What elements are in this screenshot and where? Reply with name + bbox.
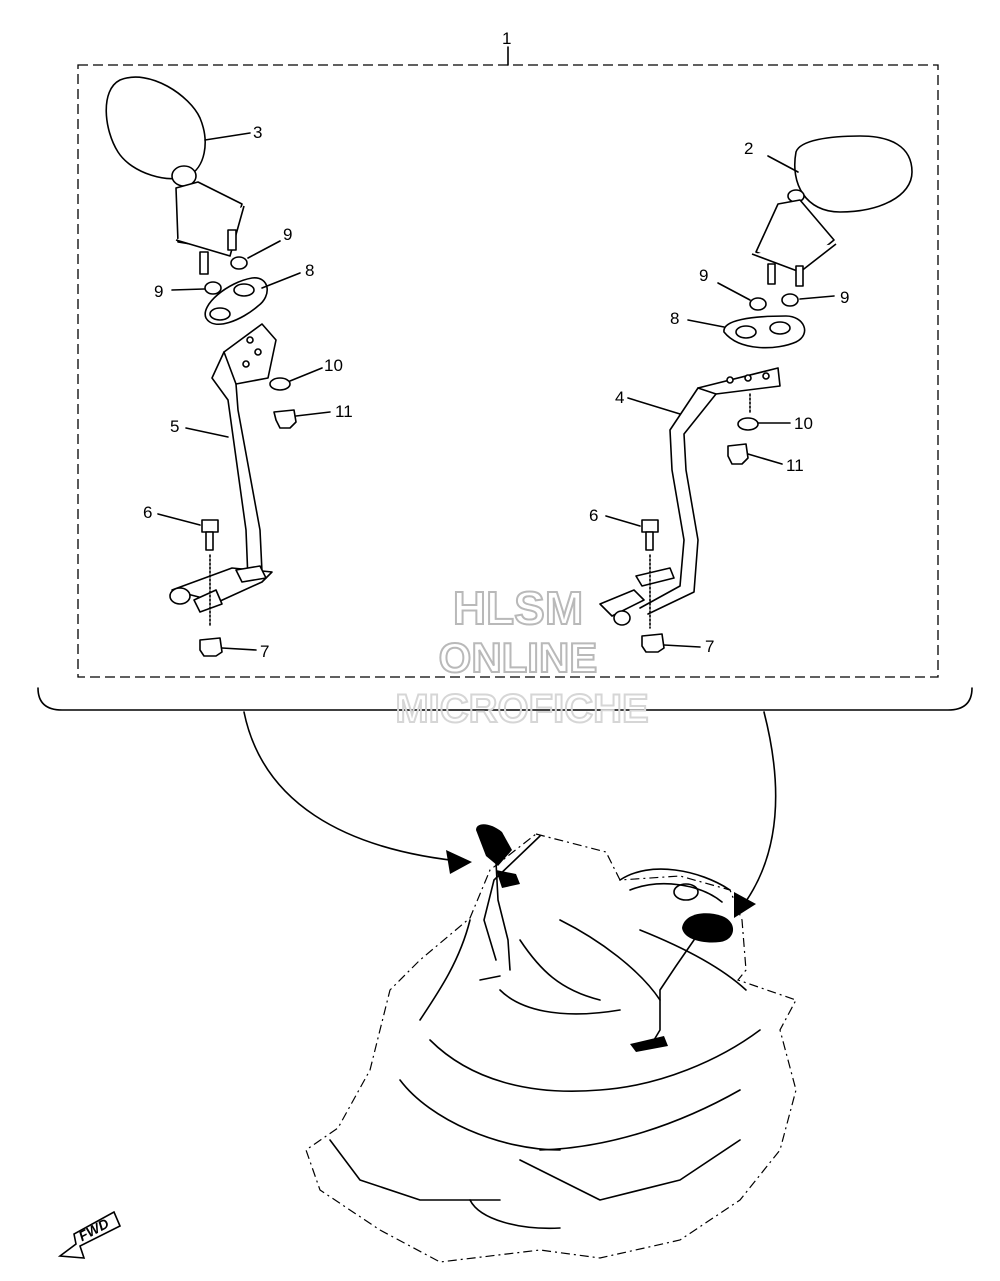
callout-9-right-lower: 9 [840,288,849,307]
mirror-left [105,76,245,275]
washer-left-a [230,256,248,270]
callout-10-left: 10 [324,356,343,375]
callout-9-right-upper: 9 [699,266,708,285]
install-arrow-left [243,711,469,863]
install-arrow-right [737,711,777,913]
callout-8-right: 8 [670,309,679,328]
callout-6-right: 6 [589,506,598,525]
stay-left [169,323,277,613]
stay-right [599,367,781,626]
callout-8-left: 8 [305,261,314,280]
callout-9-left-lower: 9 [154,282,163,301]
callout-10-right: 10 [794,414,813,433]
watercraft-outline [305,824,797,1263]
nut-7-left [199,637,223,657]
callout-7-right: 7 [705,637,714,656]
washer-right-a [749,297,767,311]
callout-5: 5 [170,417,179,436]
callout-7-left: 7 [260,642,269,661]
callout-6-left: 6 [143,503,152,522]
callout-4: 4 [615,388,624,407]
base-plate-left [204,277,268,326]
watermark-line-3: MICROFICHE [395,687,648,731]
nut-11-right [727,443,749,465]
callout-9-left-upper: 9 [283,225,292,244]
washer-10-right [737,417,759,431]
watermark-line-2: ONLINE [439,634,598,681]
base-plate-right [723,315,806,349]
bolt-6-left [201,519,219,551]
callout-1: 1 [502,29,511,48]
callout-3: 3 [253,123,262,142]
watermark-line-1: HLSM [453,582,583,634]
washer-right-b [781,293,799,307]
callout-11-right: 11 [786,456,804,475]
callout-11-left: 11 [335,402,353,421]
washer-10-left [269,377,291,391]
callout-2: 2 [744,139,753,158]
bolt-6-right [641,519,659,551]
kit-brace [37,687,973,711]
nut-11-left [273,409,297,429]
washer-left-b [204,281,222,295]
fwd-badge: FWD [57,1210,122,1259]
nut-7-right [641,633,665,653]
mirror-right [751,135,913,287]
